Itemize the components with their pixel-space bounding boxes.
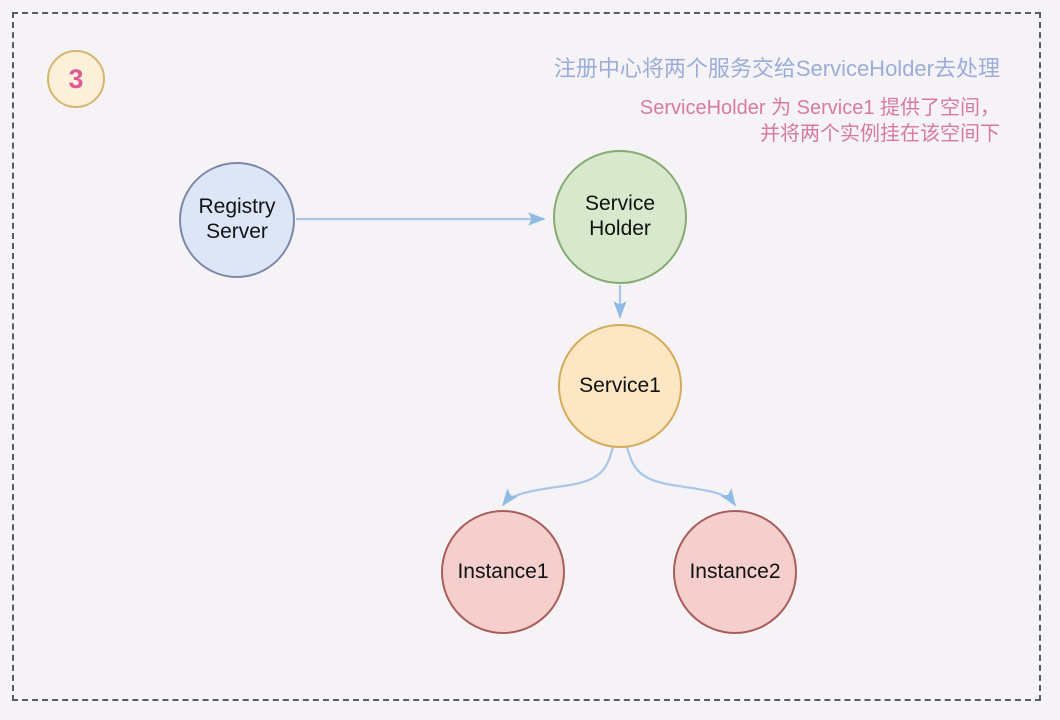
node-instance2-label: Instance2 (689, 559, 781, 583)
annotation-title: 注册中心将两个服务交给ServiceHolder去处理 (553, 56, 1000, 81)
node-service1-label: Service1 (579, 373, 661, 397)
edge-service1-to-instance2 (625, 446, 737, 507)
step-number-badge: 3 (47, 50, 105, 108)
node-registry-server-line1: Registry (198, 195, 276, 219)
annotation-subtitle: ServiceHolder 为 Service1 提供了空间， 并将两个实例挂在… (640, 95, 1000, 148)
node-instance1[interactable]: Instance1 (441, 510, 565, 634)
edge-service1-to-instance1 (501, 446, 615, 507)
node-service1[interactable]: Service1 (558, 324, 682, 448)
node-instance1-label: Instance1 (457, 559, 549, 583)
node-service-holder-line2: Holder (589, 217, 651, 240)
annotation-subtitle-line1: ServiceHolder 为 Service1 提供了空间， (639, 97, 1000, 119)
node-instance2[interactable]: Instance2 (673, 510, 797, 634)
step-number-label: 3 (68, 63, 84, 94)
node-service-holder-line1: Service (584, 192, 656, 216)
node-registry-server-line2: Server (206, 220, 268, 243)
annotation-subtitle-line2: 并将两个实例挂在该空间下 (760, 123, 1000, 146)
